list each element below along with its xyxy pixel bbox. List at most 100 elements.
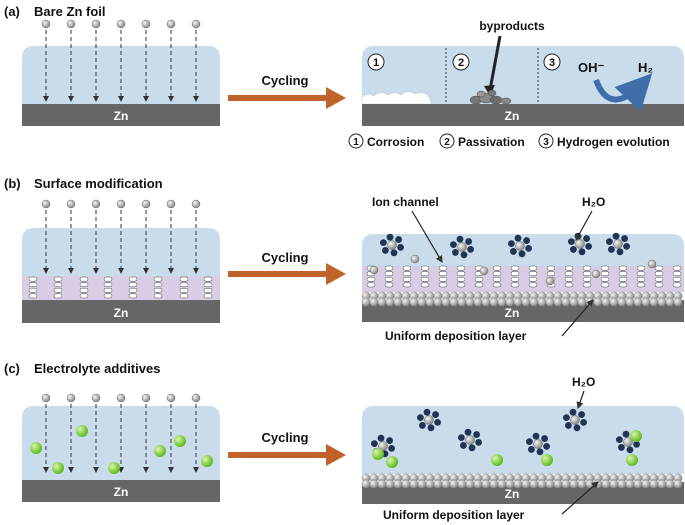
deposited-zn-atom [465,479,475,489]
panel-c-right-additives [372,430,642,468]
coating-unit [128,282,138,288]
water-molecule [573,424,581,432]
coating-unit [636,271,646,277]
water-molecule [523,237,531,244]
panel-b-water-pointer [575,210,593,242]
coating-unit [53,287,63,293]
coating-unit [203,282,213,288]
zn-ion [41,19,51,29]
corrosion-pits [361,91,433,105]
coating-unit [179,293,189,299]
deposited-zn-atom [545,479,555,489]
coating-unit [492,265,502,271]
coating-unit [582,265,592,271]
coating-unit [456,265,466,271]
zn-ion [191,19,201,29]
legend-passivation: 2 Passivation [439,133,525,149]
deposited-zn-atom [601,297,611,307]
water-molecule [583,235,591,242]
water-molecule [626,446,634,454]
deposited-zn-atom [625,479,635,489]
coating-unit [384,265,394,271]
deposited-zn-atom [569,479,579,489]
deposited-zn-atom [665,479,675,489]
panel-c-deposition-label: Uniform deposition layer [383,508,525,522]
coating-unit [28,282,38,288]
coating-unit [456,282,466,288]
deposited-zn-atom [633,479,643,489]
water-molecule [622,430,630,438]
water-molecule [386,437,394,444]
coating-unit [128,276,138,282]
byproducts-pile [469,89,512,105]
zone-marker-3 [543,53,561,71]
zn-ion [91,19,101,29]
water-molecule [569,408,577,416]
panel-c-right-electrolyte [362,406,684,474]
zn-ion [575,239,585,249]
coating-unit [618,265,628,271]
coating-unit [564,276,574,282]
deposited-zn-atom [409,297,419,307]
panel-b-right-coating [362,266,684,292]
ion-channel-pointer [411,210,443,264]
zn-ion [533,439,543,449]
legend-corrosion: 1 Corrosion [348,133,424,149]
water-molecule [612,232,620,240]
panel-c-title: Electrolyte additives [34,361,160,376]
deposited-zn-atom [433,297,443,307]
coating-unit [546,271,556,277]
water-molecule [465,238,473,245]
ion-channel-label: Ion channel [372,195,439,209]
coating-unit [53,282,63,288]
deposited-zn-atom [377,297,387,307]
zn-ion [66,19,76,29]
coating-unit [384,276,394,282]
water-molecule [432,411,440,418]
legend-1-text: Corrosion [367,135,424,149]
deposited-zn-atom [625,297,635,307]
panel-c-left-zn [22,480,220,502]
deposited-zn-atom [425,297,435,307]
zn-ion [378,441,388,451]
additive-molecule [108,462,120,474]
additive-molecule [386,456,398,468]
coating-unit [510,265,520,271]
coating-unit [654,271,664,277]
deposited-zn-atom [417,297,427,307]
coating-unit [384,282,394,288]
water-molecule [417,414,424,422]
coating-unit [179,287,189,293]
coating-unit [103,293,113,299]
panel-a-title: Bare Zn foil [34,4,106,19]
water-molecule [578,411,586,418]
coating-unit [438,282,448,288]
deposited-zn-atom [401,479,411,489]
additive-molecule [52,462,64,474]
coating-unit [564,265,574,271]
coating-unit [492,282,502,288]
coating-unit [402,271,412,277]
panel-c-tag: (c) [4,361,20,376]
coating-unit [153,293,163,299]
deposited-zn-atom [393,479,403,489]
coating-unit [600,271,610,277]
panel-a-cycling-arrow [228,87,346,109]
water-molecule [633,440,640,448]
additive-molecule [372,448,384,460]
coating-unit [384,271,394,277]
deposited-zn-atom [585,297,595,307]
deposited-zn-atom [449,479,459,489]
additive-molecule [76,425,88,437]
deposited-zn-atom [505,297,515,307]
panel-b-title: Surface modification [34,176,163,191]
panel-b: (b) Surface modification Zn Cycling Zn I… [4,176,684,343]
water-molecule [623,242,630,250]
water-molecule [580,418,587,426]
water-molecule [427,424,435,432]
zn-ion [166,393,176,403]
water-molecule [606,238,613,246]
coating-unit [672,271,682,277]
zn-ion [141,199,151,209]
deposited-zn-atom [393,297,403,307]
